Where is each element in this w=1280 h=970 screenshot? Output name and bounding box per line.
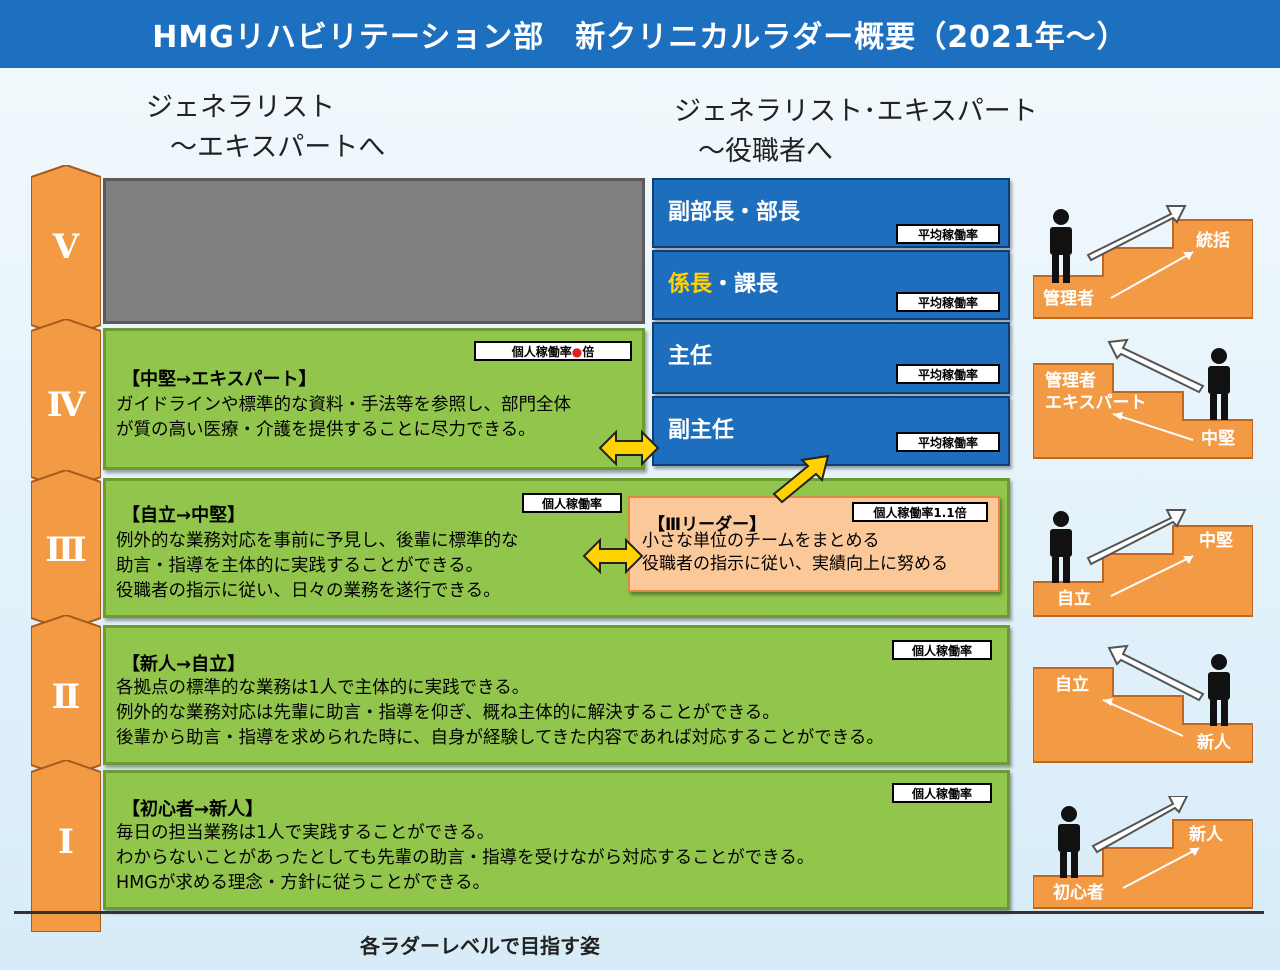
position-vice-director: 副部長・部長 平均稼働率 [652,178,1010,248]
stair-4-high: 管理者 エキスパート [1045,371,1147,413]
position-chief-a: 係長 [668,272,713,297]
stair-panel-5: 統括 管理者 [1033,200,1253,322]
position-assistant-supervisor: 副主任 平均稼働率 [652,396,1010,466]
leader-box: 個人稼働率1.1倍 【Ⅲリーダー】 小さな単位のチームをまとめる 役職者の指示に… [628,496,1000,592]
level-1-text: 毎日の担当業務は1人で実践することができる。 わからないことがあったとしても先輩… [116,823,815,893]
page-title: HMGリハビリテーション部 新クリニカルラダー概要（2021年～） [0,0,1280,68]
level-2-title: 【新人→自立】 [122,654,246,675]
left-header-line1: ジェネラリスト [146,92,335,123]
level-4-badge-text: 個人稼働率 [511,345,572,359]
level-3-badge: 個人稼働率 [522,493,622,513]
level-4-block: 個人稼働率●倍 【中堅→エキスパート】 ガイドラインや標準的な資料・手法等を参照… [103,328,645,470]
avg-rate-badge: 平均稼働率 [896,224,1000,244]
stair-5-low: 管理者 [1043,289,1094,309]
level-4-badge-mark: ● [571,345,583,359]
stair-panel-1: 新人 初心者 [1033,796,1253,910]
stair-1-high: 新人 [1189,825,1223,845]
avg-rate-badge: 平均稼働率 [896,432,1000,452]
level-3-text: 例外的な業務対応を事前に予見し、後輩に標準的な 助言・指導を主体的に実践すること… [116,531,519,601]
level-4-label: Ⅳ [46,385,86,425]
level-1-badge: 個人稼働率 [892,783,992,803]
leader-title: 【Ⅲリーダー】 [648,515,767,535]
level-3-label: Ⅲ [45,530,87,570]
level-5-label: Ⅴ [52,227,80,267]
level-2-chevron: Ⅱ [31,615,101,777]
level-3-title: 【自立→中堅】 [122,505,246,526]
up-arrow-icon [772,454,830,504]
level-4-text: ガイドラインや標準的な資料・手法等を参照し、部門全体 が質の高い医療・介護を提供… [116,395,571,440]
position-supervisor-label: 主任 [668,344,713,369]
level-1-title: 【初心者→新人】 [122,799,264,820]
level-1-chevron: Ⅰ [31,760,101,932]
position-chief: 係長・課長 平均稼働率 [652,250,1010,320]
level-5-empty-block [103,178,645,324]
level-2-block: 個人稼働率 【新人→自立】 各拠点の標準的な業務は1人で主体的に実践できる。 例… [103,625,1010,765]
level-1-label: Ⅰ [58,822,74,862]
double-arrow-icon [598,429,660,467]
avg-rate-badge: 平均稼働率 [896,292,1000,312]
position-supervisor: 主任 平均稼働率 [652,322,1010,394]
level-2-text: 各拠点の標準的な業務は1人で主体的に実践できる。 例外的な業務対応は先輩に助言・… [116,678,884,748]
level-2-badge: 個人稼働率 [892,640,992,660]
position-chief-label: 係長・課長 [668,266,778,298]
stair-2-high: 自立 [1055,675,1089,695]
footer-caption: 各ラダーレベルで目指す姿 [360,934,600,958]
stair-2-low: 新人 [1197,733,1231,753]
level-4-chevron: Ⅳ [31,319,101,489]
stair-4-low: 中堅 [1201,429,1235,449]
double-arrow-icon [582,537,644,575]
position-assistant-supervisor-label: 副主任 [668,418,735,443]
level-2-label: Ⅱ [51,677,81,717]
level-1-block: 個人稼働率 【初心者→新人】 毎日の担当業務は1人で実践することができる。 わか… [103,770,1010,910]
position-vice-director-label: 副部長・部長 [668,200,801,225]
stair-panel-4: 管理者 エキスパート 中堅 [1033,336,1253,460]
leader-badge: 個人稼働率1.1倍 [852,502,988,522]
leader-text: 小さな単位のチームをまとめる 役職者の指示に従い、実績向上に努める [642,531,948,574]
level-4-badge: 個人稼働率●倍 [474,341,632,361]
stair-1-low: 初心者 [1053,883,1104,903]
level-4-title: 【中堅→エキスパート】 [122,369,317,390]
stair-3-high: 中堅 [1199,531,1233,551]
level-4-badge-suffix: 倍 [582,345,595,359]
baseline-divider [14,911,1264,914]
position-chief-sep: ・ [712,272,735,297]
stair-panel-2: 自立 新人 [1033,640,1253,764]
right-header-line2: ～役職者へ [698,136,833,167]
position-chief-b: 課長 [734,272,779,297]
level-5-chevron: Ⅴ [31,165,101,337]
stair-panel-3: 中堅 自立 [1033,496,1253,618]
avg-rate-badge: 平均稼働率 [896,364,1000,384]
stair-3-low: 自立 [1057,589,1091,609]
right-header-line1: ジェネラリスト･エキスパート [674,96,1038,127]
left-header-line2: ～エキスパートへ [170,132,386,163]
stair-5-high: 統括 [1196,231,1230,251]
level-3-chevron: Ⅲ [31,470,101,630]
